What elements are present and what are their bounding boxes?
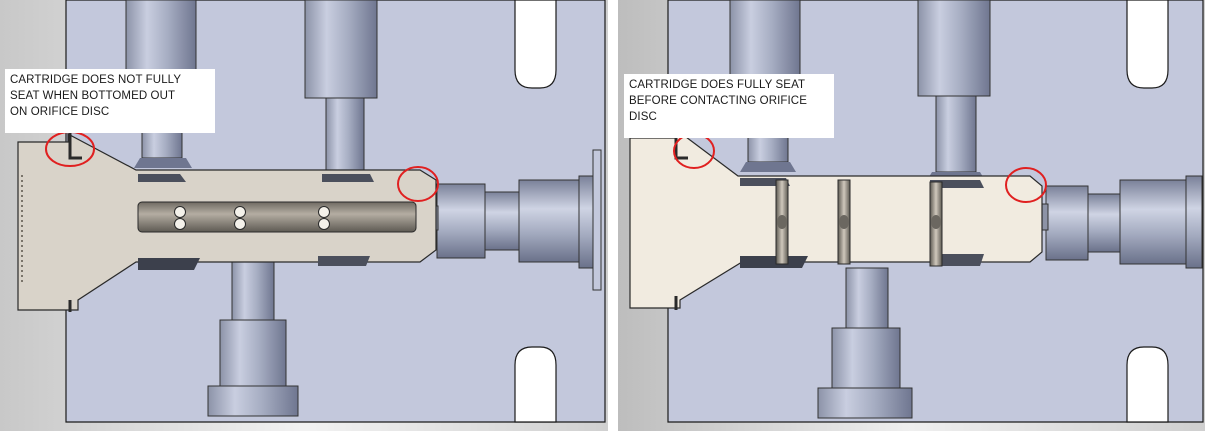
seal-upper-1 (138, 174, 186, 182)
right-panel-cross-section: CARTRIDGE DOES FULLY SEAT BEFORE CONTACT… (618, 0, 1205, 431)
port-bottom (817, 267, 913, 419)
seal-lower-2 (930, 254, 984, 266)
slot-top (1126, 0, 1169, 89)
seal-lower-1 (740, 256, 808, 268)
callout-label: CARTRIDGE DOES FULLY SEAT BEFORE CONTACT… (624, 74, 834, 138)
cartridge-head-lip (68, 130, 82, 160)
left-section-drawing (0, 0, 608, 431)
slot-top (514, 0, 557, 89)
seal-upper-2 (930, 180, 984, 188)
spool-holes (174, 206, 330, 230)
seal-lower-2 (318, 256, 370, 266)
cross-pins (775, 179, 943, 267)
callout-label: CARTRIDGE DOES NOT FULLY SEAT WHEN BOTTO… (5, 69, 215, 133)
highlight-circle-tip (1005, 167, 1047, 203)
spool-tube (137, 201, 417, 233)
seal-lower-1 (138, 258, 200, 270)
slot-bottom (514, 346, 557, 423)
left-panel-cross-section: CARTRIDGE DOES NOT FULLY SEAT WHEN BOTTO… (0, 0, 608, 431)
port-bottom (207, 261, 299, 417)
slot-bottom (1126, 346, 1169, 423)
right-section-drawing (618, 0, 1205, 431)
seal-upper-2 (322, 174, 374, 182)
highlight-circle-tip (397, 166, 439, 202)
port-top-middle (917, 0, 991, 182)
